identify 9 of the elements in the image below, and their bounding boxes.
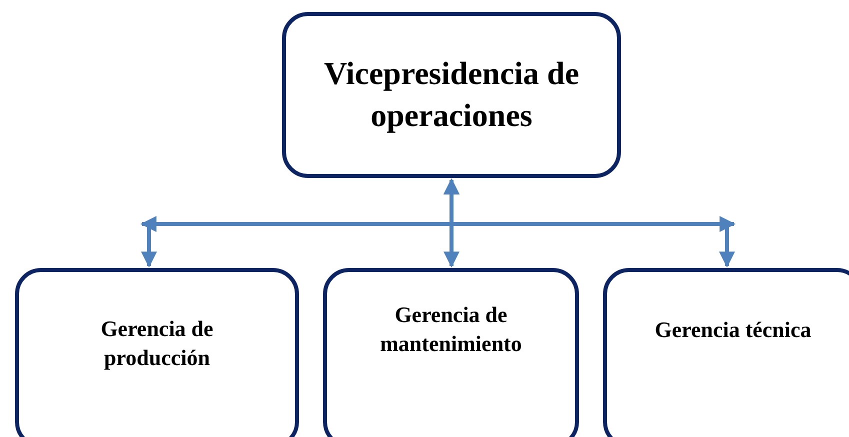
box-label: Gerencia de mantenimiento <box>379 301 523 358</box>
connector-arrow <box>444 178 735 268</box>
box-label: Gerencia técnica <box>654 316 812 344</box>
executive-box <box>282 12 621 178</box>
box-label: Vicepresidencia de operaciones <box>322 54 580 135</box>
box-label: Gerencia de producción <box>100 315 214 372</box>
department-box <box>603 268 849 437</box>
department-box <box>323 268 579 437</box>
department-box <box>15 268 299 437</box>
